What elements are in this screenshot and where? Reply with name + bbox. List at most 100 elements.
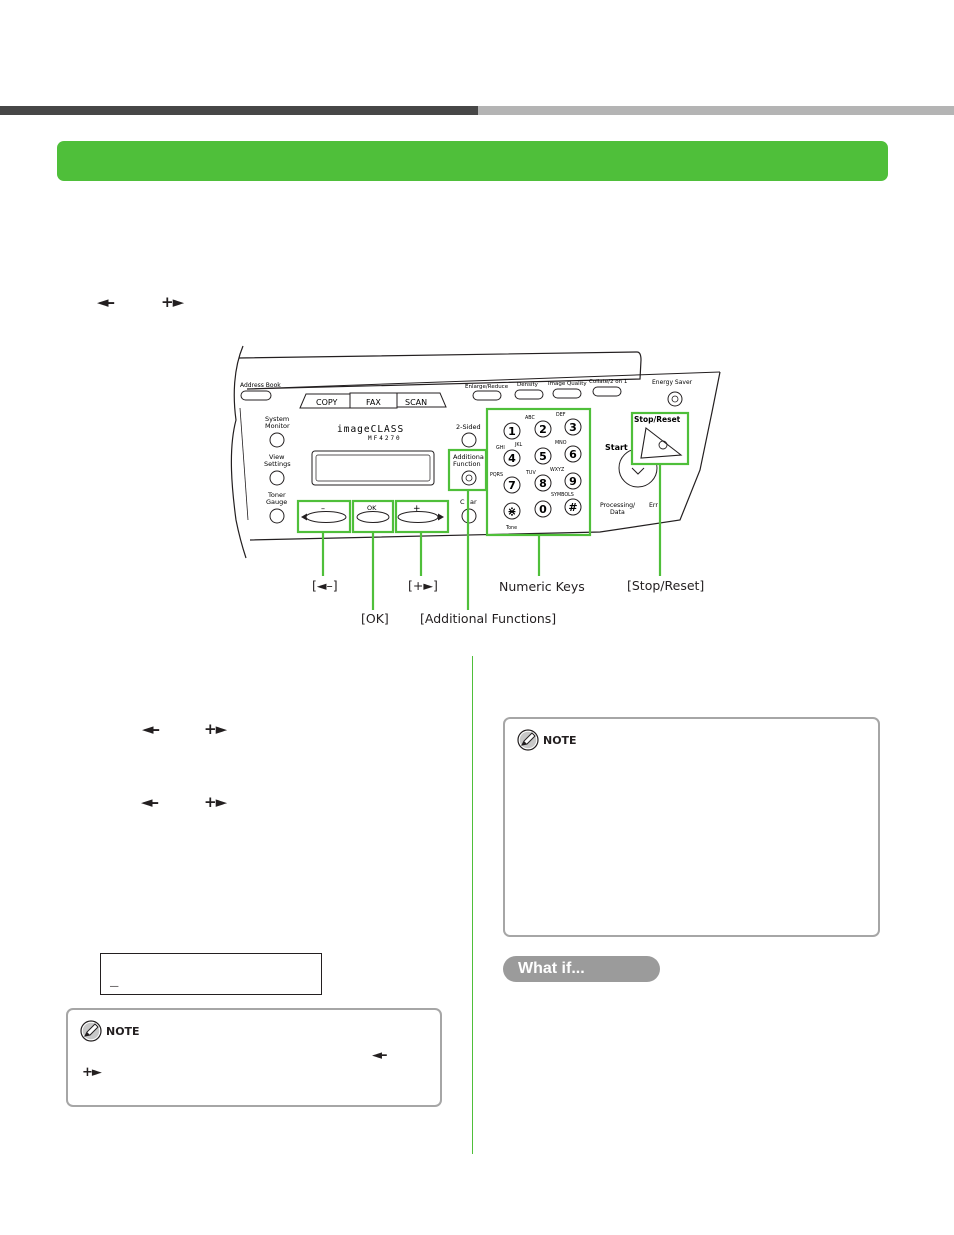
- system-monitor-label: System: [265, 415, 289, 423]
- panel-lcd: [311, 450, 435, 486]
- note-plus-key: +►: [82, 1065, 102, 1080]
- minus-key-symbol: ◄–: [97, 293, 115, 311]
- toner-gauge-label: Toner: [267, 491, 286, 499]
- image-quality-label: Image Quality: [548, 381, 587, 387]
- what-if-label: What if...: [518, 960, 585, 977]
- callout-plus: [+►]: [408, 578, 438, 593]
- collate-button: [592, 386, 622, 397]
- svg-text:–: –: [321, 504, 325, 513]
- copy-label: COPY: [316, 398, 338, 407]
- density-button: [514, 389, 544, 400]
- two-sided-button: [461, 432, 477, 448]
- address-book-label: Address Book: [240, 382, 281, 389]
- operation-panel-illustration: Address Book COPY FAX SCAN Enlarge/Reduc…: [230, 345, 721, 626]
- note-label: NOTE: [106, 1024, 140, 1038]
- panel-inner-edge: [239, 407, 249, 521]
- processing-label: Processing/: [600, 502, 636, 509]
- keypad-key: [503, 449, 521, 467]
- start-label: Start: [605, 443, 628, 452]
- keypad-letters-label: SYMBOLS: [551, 492, 574, 498]
- callout-ok: [OK]: [361, 611, 389, 626]
- keypad-key: [564, 498, 582, 516]
- note-header: NOTE: [517, 729, 577, 751]
- clear-label-1: C: [460, 498, 465, 506]
- keypad-key: [534, 447, 552, 465]
- keypad-key-label: 3: [569, 421, 577, 434]
- keypad-letters-label: WXYZ: [550, 467, 565, 473]
- energy-saver-label: Energy Saver: [652, 379, 693, 386]
- scan-tab: [396, 392, 447, 408]
- density-label: Density: [517, 382, 539, 388]
- lcd-cursor: _: [110, 974, 119, 990]
- note-label: NOTE: [543, 733, 577, 747]
- section-title-banner: [57, 141, 888, 181]
- keypad-key-label: 7: [508, 479, 516, 492]
- note-box-right: NOTE: [503, 717, 880, 937]
- keypad-letters-label: DEF: [556, 412, 566, 418]
- system-monitor-button: [269, 432, 285, 448]
- enlarge-reduce-button: [472, 390, 502, 401]
- what-if-badge: What if...: [503, 956, 660, 982]
- additional-functions-button: [461, 470, 477, 486]
- scan-label: SCAN: [405, 398, 427, 407]
- step-plus-key-2: +►: [204, 793, 227, 811]
- keypad-key-label: #: [568, 501, 577, 514]
- note-box-left: NOTE ◄– +►: [66, 1008, 442, 1107]
- header-bar-light: [478, 106, 954, 115]
- keypad-key: [564, 445, 582, 463]
- step-plus-key-1: +►: [204, 720, 227, 738]
- svg-text:OK: OK: [367, 504, 377, 512]
- svg-text:Settings: Settings: [264, 460, 291, 468]
- brand-label: imageCLASS: [337, 424, 404, 435]
- column-divider: [472, 656, 473, 1154]
- keypad-key: [534, 474, 552, 492]
- address-book-button: [240, 390, 272, 401]
- keypad-key-label: 1: [508, 425, 516, 438]
- keypad-letters-label: GHI: [496, 445, 505, 451]
- callout-numeric-keys: Numeric Keys: [499, 579, 585, 594]
- two-sided-label: 2-Sided: [456, 423, 481, 431]
- stop-reset-button: [640, 427, 683, 459]
- keypad-key-label: 8: [539, 477, 547, 490]
- image-quality-button: [552, 388, 582, 399]
- keypad-letters-label: MNO: [555, 440, 567, 446]
- note-minus-key: ◄–: [372, 1048, 387, 1063]
- plus-key: [397, 511, 439, 523]
- keypad-key-label: 9: [569, 475, 577, 488]
- keypad-key: [534, 420, 552, 438]
- energy-saver-button: [667, 391, 683, 407]
- model-label: MF4270: [368, 435, 402, 442]
- minus-key: [305, 511, 347, 523]
- view-settings-label: View: [269, 453, 285, 461]
- keypad-key-label: 6: [569, 448, 577, 461]
- pencil-note-icon: [80, 1020, 102, 1042]
- keypad-key: [503, 502, 521, 520]
- keypad-key: [503, 476, 521, 494]
- view-settings-button: [269, 470, 285, 486]
- pencil-note-icon: [517, 729, 539, 751]
- keypad-key: [534, 500, 552, 518]
- svg-text:Monitor: Monitor: [265, 422, 290, 430]
- keypad-key: [564, 472, 582, 490]
- keypad-key-label: 4: [508, 452, 516, 465]
- enlarge-reduce-label: Enlarge/Reduce: [465, 384, 509, 390]
- keypad-key-label: 5: [539, 450, 547, 463]
- panel-top-lid: [238, 351, 642, 390]
- keypad-key-label: 0: [539, 503, 547, 516]
- keypad-letters-label: Tone: [505, 525, 517, 531]
- step-minus-key-1: ◄–: [142, 720, 160, 738]
- plus-key-symbol: +►: [161, 293, 184, 311]
- keypad-key: [564, 418, 582, 436]
- additional-functions-label: Additiona: [453, 453, 484, 461]
- keypad-letters-label: ABC: [525, 415, 535, 421]
- svg-text:Function: Function: [453, 460, 481, 468]
- callout-minus: [◄–]: [312, 578, 338, 593]
- clear-label-2: ar: [470, 498, 477, 506]
- step-minus-key-2: ◄–: [141, 793, 159, 811]
- callout-additional-functions: [Additional Functions]: [420, 611, 556, 626]
- svg-text:Gauge: Gauge: [266, 498, 287, 506]
- fax-label: FAX: [366, 398, 381, 407]
- lcd-display-sample: _: [100, 953, 322, 995]
- stop-reset-label: Stop/Reset: [634, 415, 681, 424]
